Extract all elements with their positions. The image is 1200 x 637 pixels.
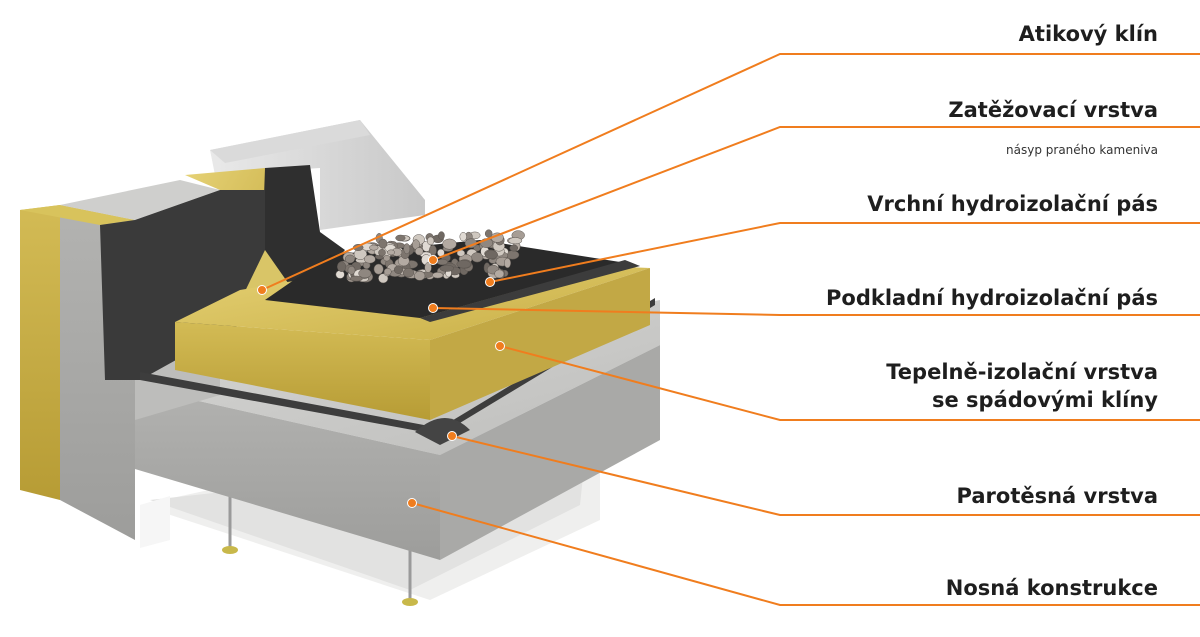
gravel-stone <box>508 237 523 245</box>
gravel-stone <box>383 255 391 262</box>
gravel-stone <box>403 243 411 255</box>
gravel-stone <box>363 254 376 264</box>
leader-parotesna-vrstva <box>451 435 1200 516</box>
leader-podkladni-hydroizolacni-pas-dot <box>428 303 438 313</box>
gravel-stone <box>402 268 415 278</box>
gravel-stone <box>436 258 448 266</box>
gravel-stone <box>378 238 388 249</box>
gravel-stone <box>504 257 511 269</box>
gravel-stone <box>378 249 386 257</box>
leader-podkladni-hydroizolacni-pas <box>432 307 1200 316</box>
gravel-stone <box>426 236 435 246</box>
gravel-stone <box>432 272 444 279</box>
label-vrchni-hydroizolacni-pas: Vrchní hydroizolační pás <box>867 192 1158 216</box>
gravel-stone <box>335 270 345 279</box>
label-zatezovaci-vrstva: Zatěžovací vrstva <box>948 98 1158 122</box>
gravel-stone <box>369 244 379 251</box>
gravel-stone <box>337 261 347 272</box>
vapour-barrier <box>140 298 655 445</box>
gravel-stone <box>439 264 454 272</box>
gravel-stone <box>494 269 505 279</box>
label-atikovy-klin: Atikový klín <box>1018 22 1158 46</box>
gravel-stone <box>393 265 404 274</box>
label-podkladni-hydroizolacni-pas: Podkladní hydroizolační pás <box>826 286 1158 310</box>
leader-nosna-konstrukce-dot <box>407 498 417 508</box>
leader-nosna-konstrukce <box>411 502 1200 606</box>
gravel-stone <box>344 254 355 264</box>
gravel-stone <box>395 234 406 242</box>
gravel-stone <box>373 263 384 275</box>
gravel-stone <box>442 238 457 250</box>
leader-atikovy-klin <box>261 53 1200 291</box>
leader-tepelne-izolacni-vrstva-dot <box>495 341 505 351</box>
gravel-stone <box>414 247 424 256</box>
label-parotesna-vrstva: Parotěsná vrstva <box>956 484 1158 508</box>
label-nosna-konstrukce: Nosná konstrukce <box>945 576 1158 600</box>
leader-tepelne-izolacni-vrstva <box>499 345 1200 421</box>
label-tepelne-izolacni-vrstva: Tepelně-izolační vrstva se spádovými klí… <box>886 360 1158 412</box>
gravel-stone <box>484 229 493 238</box>
gravel-stone <box>438 231 445 240</box>
gravel-stone <box>383 268 392 276</box>
gravel-stone <box>349 275 363 282</box>
gravel-stone <box>509 244 519 252</box>
gravel-stone <box>456 260 471 269</box>
gravel-stone <box>424 262 432 273</box>
gravel-stone <box>387 249 395 256</box>
gravel-stone <box>459 232 467 242</box>
leader-zatezovaci-vrstva <box>432 126 1200 261</box>
gravel-stone <box>347 266 356 275</box>
gravel-ballast <box>335 229 525 284</box>
leader-lines <box>257 53 1200 606</box>
sublabel-zatezovaci-vrstva: násyp praného kameniva <box>1006 143 1158 157</box>
gravel-stone <box>414 270 426 281</box>
leader-vrchni-hydroizolacni-pas <box>489 222 1200 283</box>
gravel-stone <box>484 250 498 260</box>
leader-zatezovaci-vrstva-dot <box>428 255 438 265</box>
gravel-stone <box>358 268 372 279</box>
leader-atikovy-klin-dot <box>257 285 267 295</box>
leader-vrchni-hydroizolacni-pas-dot <box>485 277 495 287</box>
leader-parotesna-vrstva-dot <box>447 431 457 441</box>
